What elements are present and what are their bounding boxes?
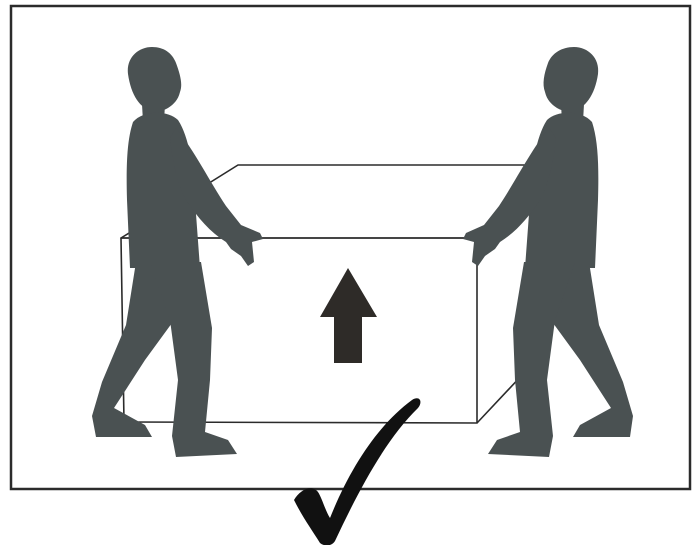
lifting-instruction-illustration [0,0,700,545]
illustration-canvas [0,0,700,545]
